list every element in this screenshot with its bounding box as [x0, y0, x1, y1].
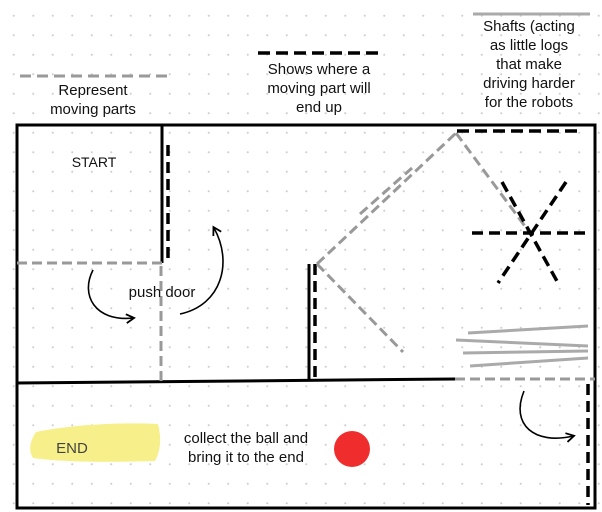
shaft-2	[455, 338, 589, 348]
start-label: START	[71, 154, 117, 170]
divider-wall	[16, 377, 456, 385]
push-door-arrow-left	[87, 269, 136, 324]
diagonal-moving-part-right	[454, 132, 532, 234]
push-door-arrow-right	[179, 225, 224, 315]
legend-moving-parts-text: Represent moving parts	[50, 82, 136, 118]
legend-shafts-text: Shafts (acting as little logs that make …	[483, 18, 575, 111]
diagonal-moving-part-upper	[315, 131, 458, 266]
instruction-text: collect the ball and bring it to the end	[183, 430, 309, 466]
ball	[334, 431, 370, 467]
diagonal-moving-part-upper-offset	[359, 166, 413, 216]
end-highlight	[30, 423, 161, 462]
legend-end-position-text: Shows where a moving part will end up	[267, 61, 371, 116]
maze-outer-wall	[15, 123, 597, 510]
shaft-1	[467, 324, 589, 335]
star-end-position-diag-2	[496, 181, 568, 284]
shaft-3	[462, 349, 589, 355]
end-area-door-arrow	[519, 390, 576, 443]
shaft-4	[469, 356, 589, 368]
push-door-label: push door	[128, 284, 196, 301]
diagonal-moving-part-lower	[315, 262, 405, 354]
end-label: END	[56, 440, 88, 457]
